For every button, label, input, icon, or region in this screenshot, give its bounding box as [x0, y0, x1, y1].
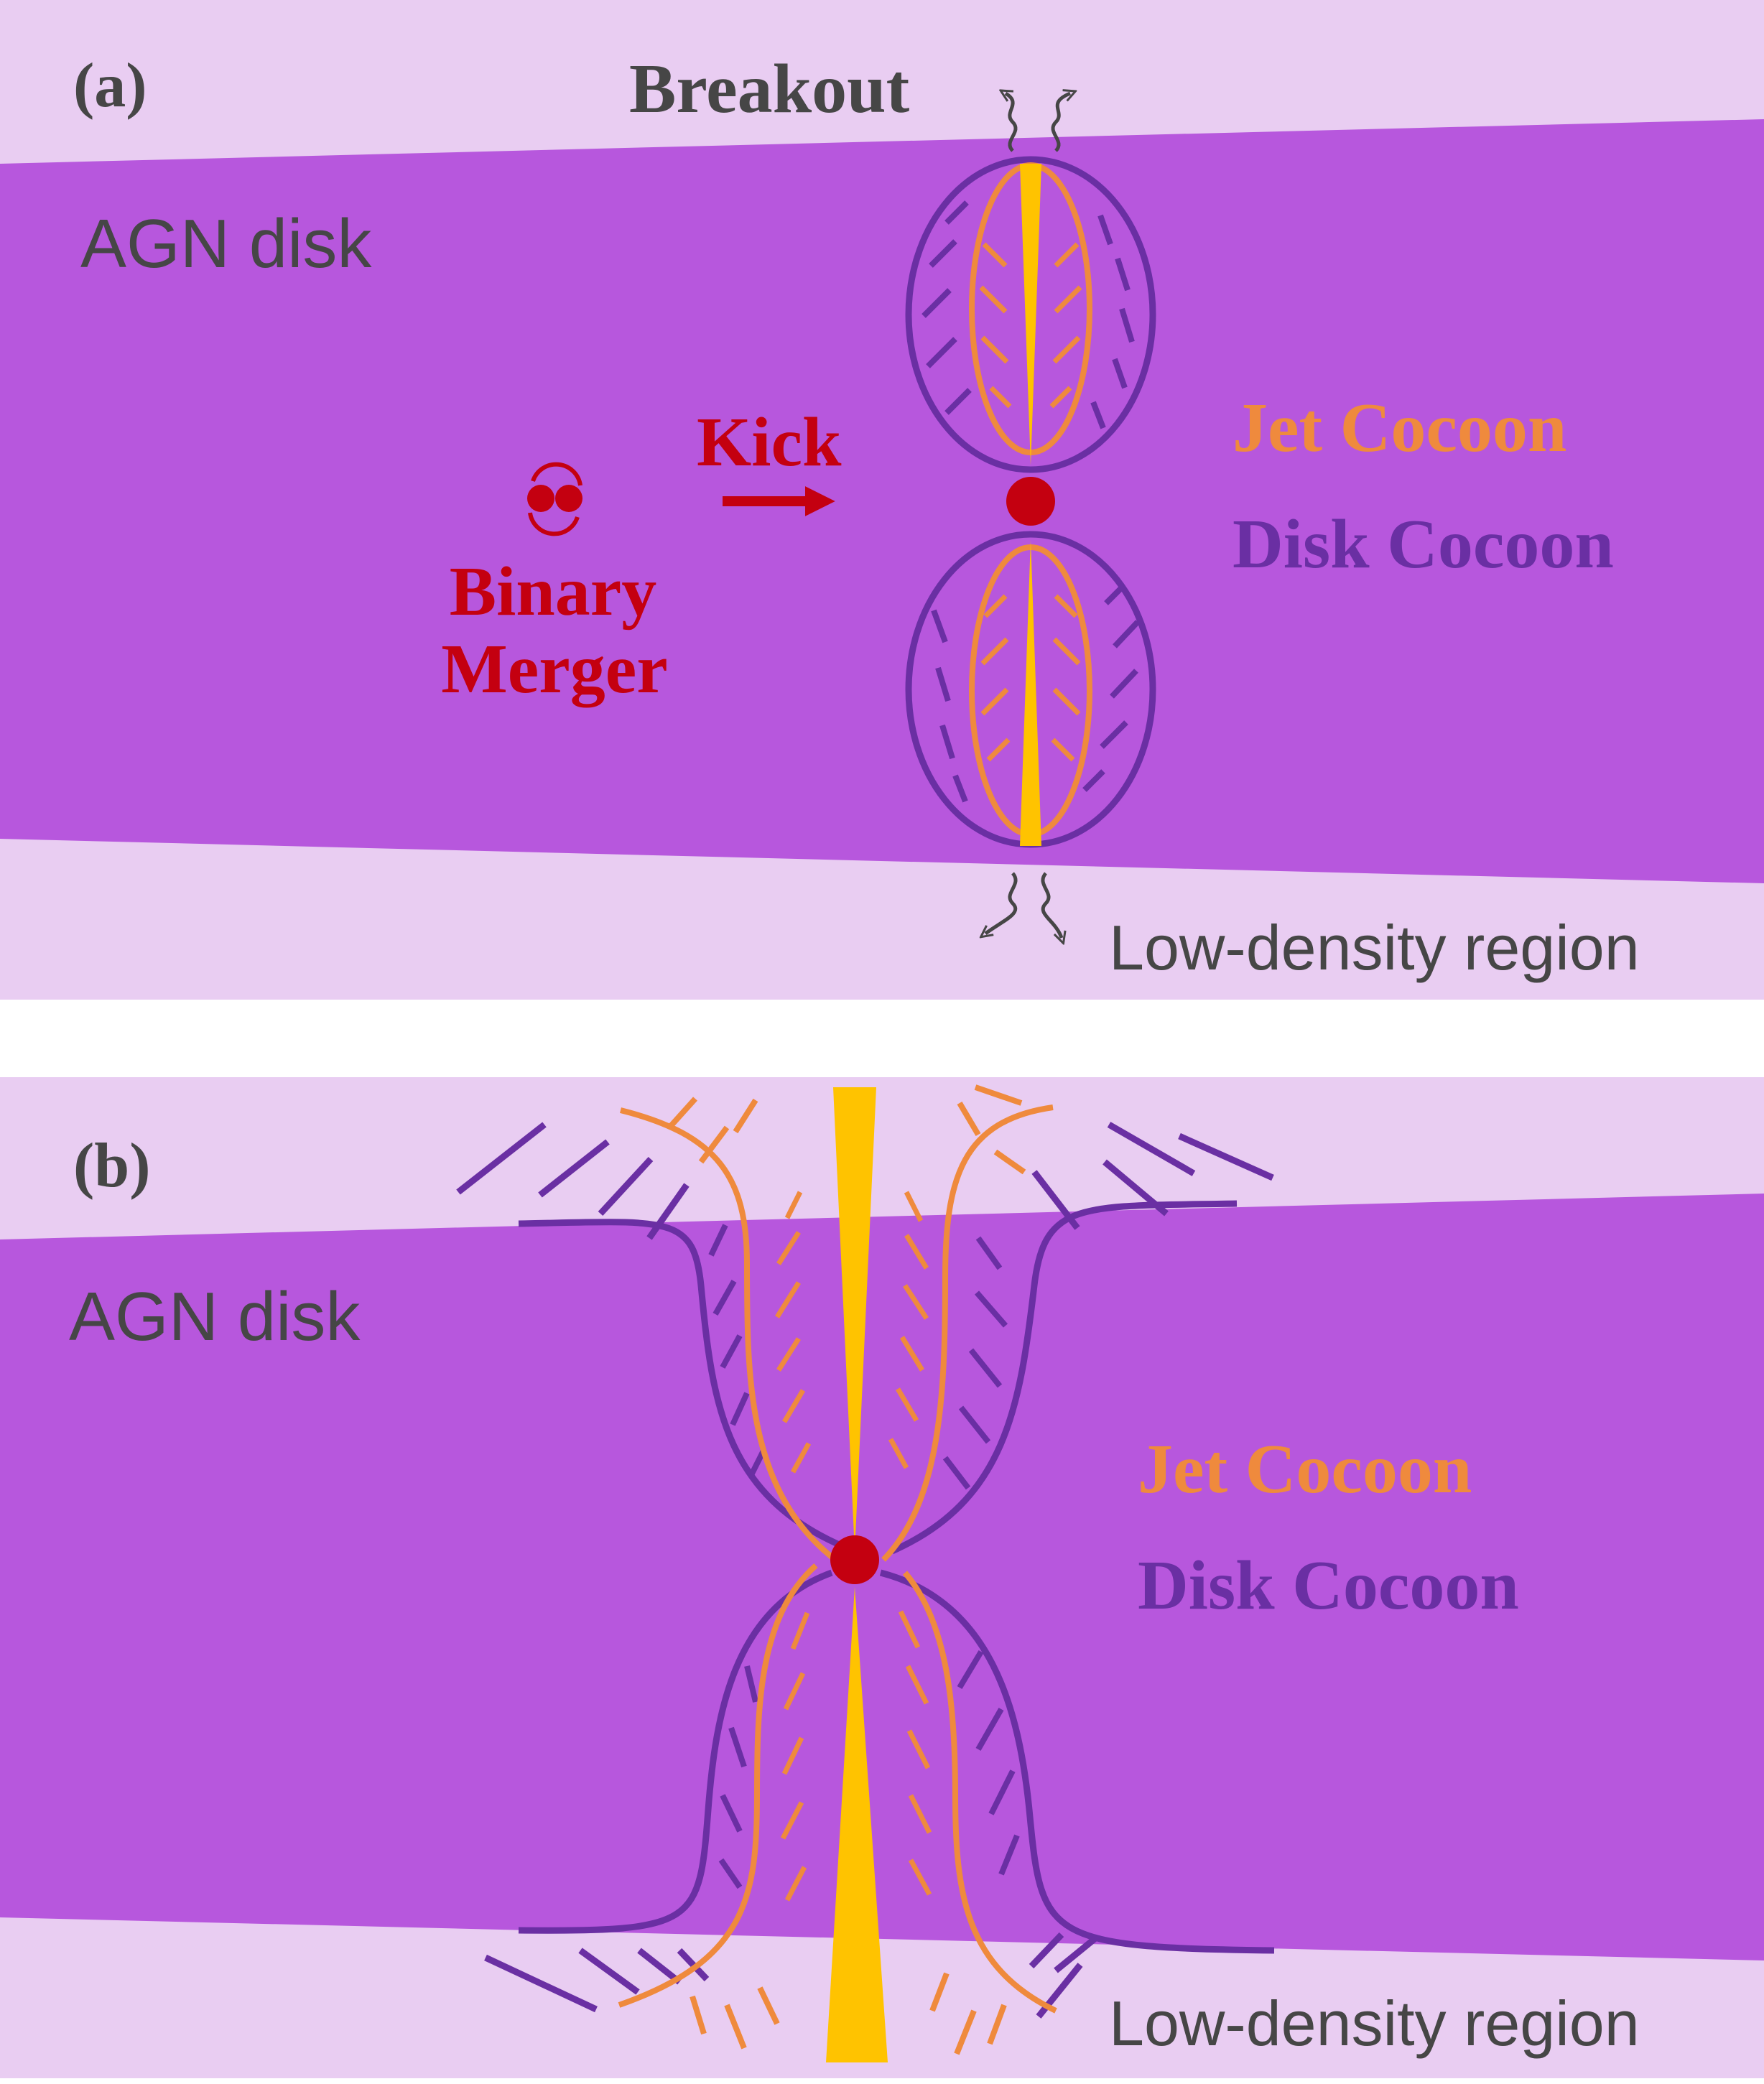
panel-a-label: (a): [73, 51, 147, 121]
panel-a-low-density-label: Low-density region: [1109, 912, 1640, 983]
panel-a-merger-remnant: [1006, 477, 1055, 526]
panel-a-lower-disk-cocoon-hatching: [931, 584, 1140, 803]
panel-b-upper-disk-cocoon-left: [518, 1219, 856, 1555]
panel-a: (a) Breakout AGN disk Kick Binary Merger…: [0, 0, 1764, 1000]
panel-a-binary-merger-label-line1: Binary: [450, 553, 657, 631]
panel-b-channel-disk-hatching: [708, 1224, 1020, 1889]
panel-a-upper-jet: [1020, 164, 1041, 465]
panel-b-lower-disk-cocoon-right: [879, 1569, 1275, 1954]
panel-a-upper-jet-cocoon-hatching: [979, 242, 1082, 409]
panel-b-agn-disk-band: [0, 1194, 1764, 1960]
panel-a-binary-orbit-bottom: [528, 512, 580, 536]
panel-b-lower-jet: [826, 1587, 888, 2062]
panel-b-merger-remnant: [830, 1535, 879, 1584]
panel-a-binary-merger-label-line2: Merger: [441, 631, 668, 708]
panel-b-upper-jet-hatching-outside: [667, 1084, 1026, 1175]
panel-a-breakout-arrows: [985, 93, 1070, 938]
panel-b: (b) AGN disk Jet Cocoon Disk Cocoon Low-…: [0, 1077, 1764, 2078]
panel-a-kick-label: Kick: [697, 404, 842, 481]
panel-b-lower-jet-hatching-outside: [690, 1972, 1007, 2055]
panel-b-upper-jet: [833, 1087, 876, 1551]
panel-a-binary-orbit-top: [531, 462, 582, 486]
panel-a-disk-cocoon-label: Disk Cocoon: [1233, 506, 1614, 583]
panel-b-upper-jet-cocoon-right: [881, 1104, 1054, 1562]
panel-a-jet-cocoon-label: Jet Cocoon: [1233, 389, 1566, 467]
panel-a-upper-cocoon: [905, 156, 1156, 473]
panel-a-lower-jet-cocoon-hatching: [980, 594, 1081, 762]
panel-b-agn-disk-label: AGN disk: [69, 1278, 361, 1355]
panel-b-upper-outflow-hatching: [456, 1122, 1274, 1240]
panel-b-lower-jet-cocoon-right: [902, 1571, 1057, 2014]
panel-b-label: (b): [73, 1131, 151, 1201]
panel-b-lower-jet-cocoon-left: [618, 1563, 818, 2008]
panel-b-lower-disk-cocoon-left: [518, 1569, 833, 1934]
panel-b-channel-jet-hatching: [775, 1191, 932, 1902]
panel-b-upper-disk-cocoon-right: [891, 1200, 1238, 1555]
panel-a-upper-disk-cocoon: [905, 156, 1156, 473]
panel-a-breakout-label: Breakout: [629, 50, 910, 128]
panel-b-low-density-label: Low-density region: [1109, 1988, 1640, 2059]
panel-b-upper-jet-cocoon-left: [620, 1107, 841, 1566]
panel-b-disk-cocoon-label: Disk Cocoon: [1138, 1547, 1519, 1624]
panel-a-agn-disk-label: AGN disk: [80, 205, 372, 282]
panel-a-lower-jet: [1020, 540, 1041, 846]
panel-a-binary-symbol: [527, 462, 582, 536]
panel-a-lower-cocoon: [905, 531, 1156, 848]
panel-a-upper-disk-cocoon-hatching: [922, 200, 1135, 429]
panel-a-binary-left-dot: [527, 485, 554, 512]
panel-a-binary-right-dot: [555, 485, 582, 512]
panel-a-agn-disk-band: [0, 119, 1764, 883]
panel-b-jet-cocoon-label: Jet Cocoon: [1138, 1431, 1472, 1508]
